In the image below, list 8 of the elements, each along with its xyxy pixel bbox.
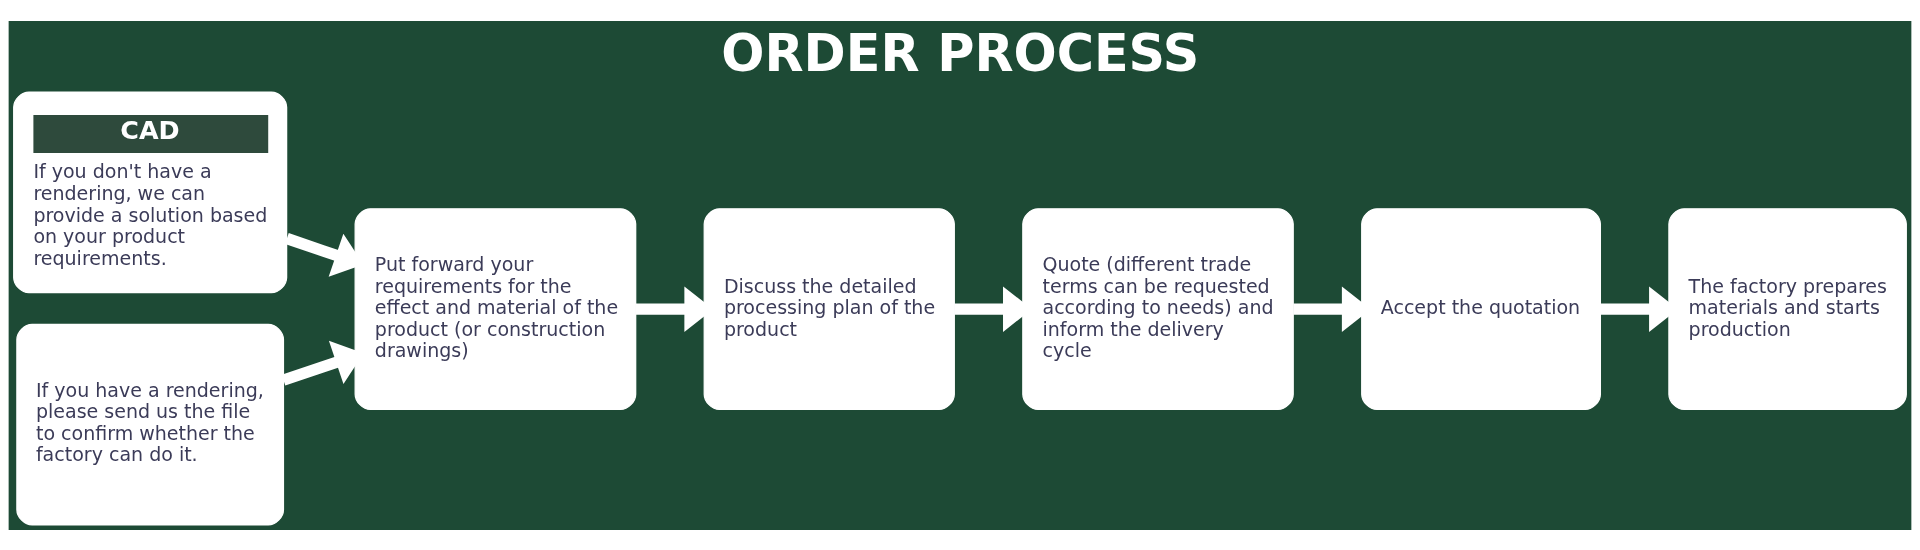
node-box: CAD If you don't have a rendering, we can provide a solution based on your product requirements.	[13, 90, 288, 293]
node-box: Quote (different trade terms can be requested according to needs) and inform the delivery cycle	[1022, 207, 1294, 410]
node-box: The factory prepares materials and starts production	[1668, 207, 1907, 410]
node-box: Accept the quotation	[1361, 207, 1601, 410]
node-box: If you have a rendering, please send us the file to confirm whether the factory can do it.	[16, 323, 285, 526]
node-box: Put forward your requirements for the effect and material of the product (or construction drawings)	[354, 207, 637, 410]
diagram-title: ORDER PROCESS	[721, 23, 1200, 82]
node-box: Discuss the detailed processing plan of the product	[703, 207, 955, 410]
